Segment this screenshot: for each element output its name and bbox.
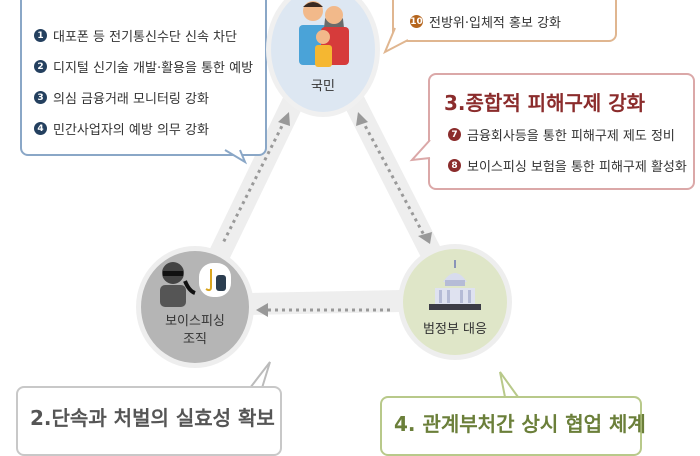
node-label: 국민	[311, 79, 335, 94]
node-criminal: 보이스피싱 조직	[136, 246, 254, 368]
number-badge: 4	[34, 122, 47, 135]
enforcement-box: 2.단속과 처벌의 실효성 확보	[16, 386, 282, 456]
node-label: 범정부 대응	[423, 322, 487, 337]
number-badge: 2	[34, 60, 47, 73]
number-badge: 1	[34, 29, 47, 42]
list-item: 2 디지털 신기술 개발·활용을 통한 예방	[34, 51, 253, 82]
relief-title: 3.종합적 피해구제 강화	[444, 91, 646, 115]
capitol-building-icon	[429, 260, 481, 310]
node-label: 보이스피싱 조직	[165, 314, 225, 347]
phishing-criminal-icon	[160, 262, 231, 307]
list-item: 8 보이스피싱 보험을 통한 피해구제 활성화	[448, 150, 687, 181]
list-item: 3 의심 금융거래 모니터링 강화	[34, 82, 253, 113]
item-text: 의심 금융거래 모니터링 강화	[53, 92, 209, 107]
number-badge: 10	[410, 15, 423, 28]
enforcement-title: 2.단속과 처벌의 실효성 확보	[30, 406, 275, 430]
number-badge: 7	[448, 128, 461, 141]
item-text: 디지털 신기술 개발·활용을 통한 예방	[53, 61, 254, 76]
relief-box: 3.종합적 피해구제 강화 7 금융회사등을 통한 피해구제 제도 정비 8 보이스…	[428, 73, 695, 190]
callout-tails	[224, 27, 519, 398]
item-text: 보이스피싱 보험을 통한 피해구제 활성화	[467, 160, 687, 175]
cooperation-box: 4. 관계부처간 상시 협업 체계	[380, 396, 646, 456]
item-text: 금융회사등을 통한 피해구제 제도 정비	[467, 129, 675, 144]
cooperation-title: 4. 관계부처간 상시 협업 체계	[394, 412, 646, 436]
list-item: 4 민간사업자의 예방 의무 강화	[34, 113, 253, 144]
node-government: 범정부 대응	[398, 244, 512, 360]
list-item: 1 대포폰 등 전기통신수단 신속 차단	[34, 20, 253, 51]
item-text: 대포폰 등 전기통신수단 신속 차단	[53, 30, 237, 45]
number-badge: 8	[448, 159, 461, 172]
item-text: 민간사업자의 예방 의무 강화	[53, 123, 209, 138]
list-item: 10 전방위·입체적 홍보 강화	[410, 6, 561, 37]
item-text: 전방위·입체적 홍보 강화	[429, 16, 561, 31]
family-icon	[299, 1, 349, 67]
connector-arrows	[184, 29, 466, 317]
node-citizen: 국민	[266, 0, 380, 117]
number-badge: 3	[34, 91, 47, 104]
promotion-box: 10 전방위·입체적 홍보 강화	[392, 0, 617, 42]
list-item: 7 금융회사등을 통한 피해구제 제도 정비	[448, 119, 687, 150]
prevention-box: 1 대포폰 등 전기통신수단 신속 차단 2 디지털 신기술 개발·활용을 통한 예…	[20, 0, 267, 156]
